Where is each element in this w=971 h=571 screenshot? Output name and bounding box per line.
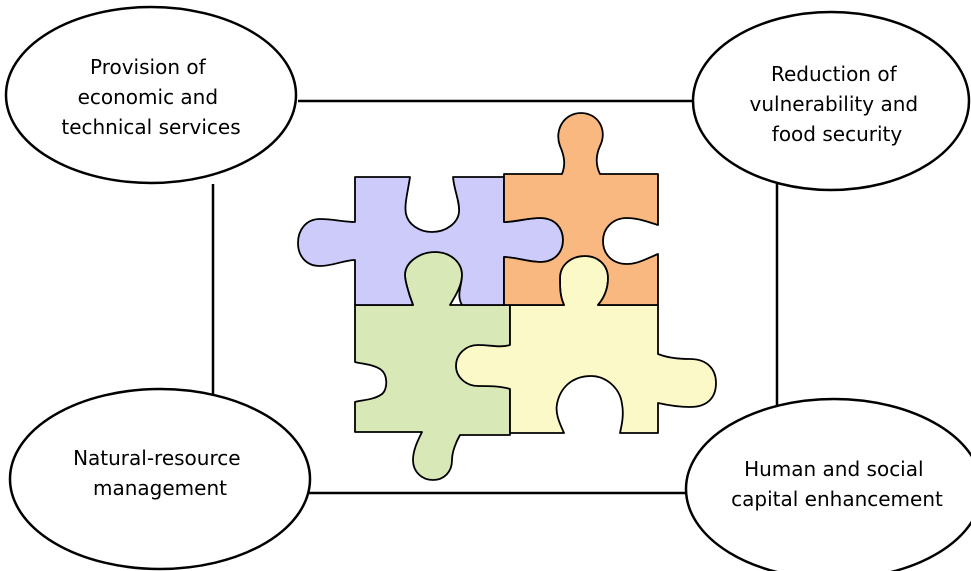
- connector-frame: [211, 99, 779, 495]
- node-ellipse: [691, 10, 971, 192]
- node-top-right: Reduction of vulnerability and food secu…: [691, 10, 971, 192]
- node-label-line: management: [93, 476, 227, 500]
- node-label-line: Reduction of: [771, 62, 898, 86]
- node-label-line: vulnerability and: [750, 92, 919, 116]
- node-label: Natural-resource management: [73, 446, 247, 500]
- node-label: Reduction of vulnerability and food secu…: [750, 62, 925, 146]
- node-label-line: economic and: [78, 85, 218, 109]
- node-label: Provision of economic and technical serv…: [61, 55, 240, 139]
- node-ellipse: [684, 397, 971, 571]
- node-bottom-right: Human and social capital enhancement: [684, 397, 971, 571]
- node-ellipse: [8, 387, 312, 571]
- node-label-line: food security: [772, 122, 903, 146]
- puzzle-piece-orange: [503, 112, 659, 306]
- puzzle: [297, 112, 717, 481]
- node-label: Human and social capital enhancement: [731, 457, 943, 511]
- node-label-line: Human and social: [744, 457, 924, 481]
- node-label-line: technical services: [61, 115, 240, 139]
- node-ellipse: [4, 5, 298, 185]
- node-bottom-left: Natural-resource management: [8, 387, 312, 571]
- node-label-line: Natural-resource: [73, 446, 241, 470]
- node-label-line: Provision of: [90, 55, 207, 79]
- node-label-line: capital enhancement: [731, 487, 943, 511]
- node-top-left: Provision of economic and technical serv…: [4, 5, 298, 185]
